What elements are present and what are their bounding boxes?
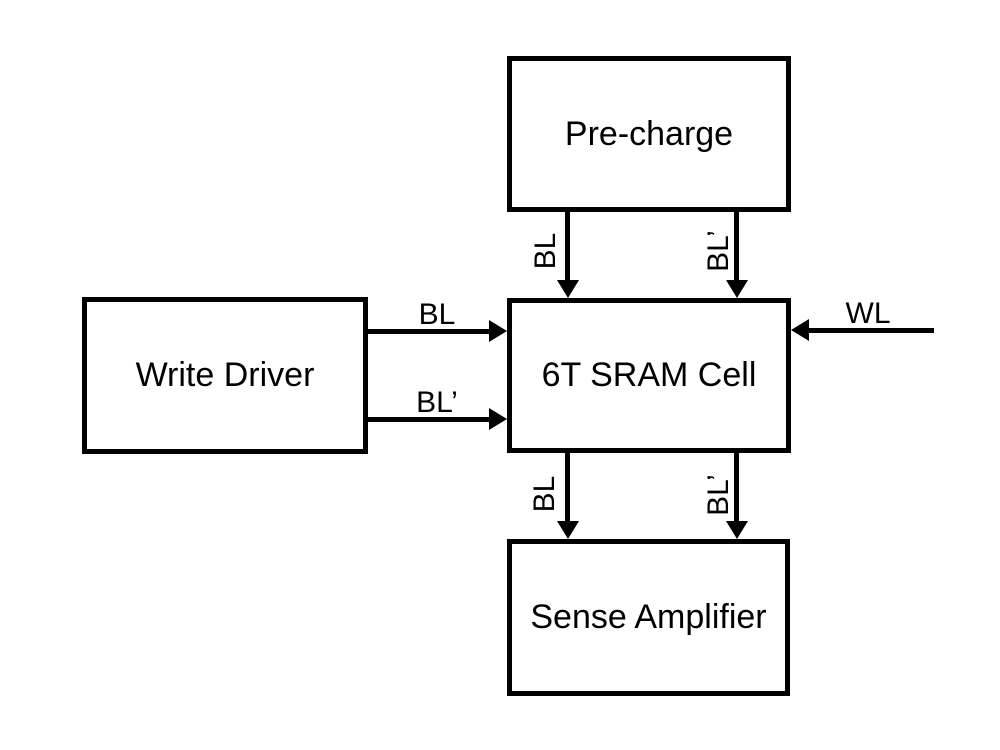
signal-label-bl-sense: BL xyxy=(528,475,561,513)
box-sram-cell: 6T SRAM Cell xyxy=(507,298,791,453)
signal-label-blbar-sense: BL’ xyxy=(702,474,735,516)
arrow-precharge-bl-shaft xyxy=(565,212,570,282)
signal-label-bl-writedriver: BL xyxy=(418,298,456,331)
arrowhead-right-icon xyxy=(489,320,507,342)
arrowhead-down-icon xyxy=(557,521,579,539)
signal-label-blbar-precharge: BL’ xyxy=(702,230,735,272)
arrow-writedriver-bl-shaft xyxy=(368,329,490,334)
signal-label-bl-precharge: BL xyxy=(529,232,562,270)
signal-label-wl: WL xyxy=(845,297,891,330)
arrowhead-down-icon xyxy=(726,521,748,539)
arrow-writedriver-blbar-shaft xyxy=(368,417,490,422)
arrow-sram-blbar-sense-shaft xyxy=(734,453,739,522)
box-write-driver: Write Driver xyxy=(82,297,368,454)
sense-amplifier-label: Sense Amplifier xyxy=(530,598,767,636)
box-precharge: Pre-charge xyxy=(507,56,791,212)
sram-cell-label: 6T SRAM Cell xyxy=(541,356,757,394)
signal-label-blbar-writedriver: BL’ xyxy=(416,386,458,419)
arrowhead-down-icon xyxy=(726,280,748,298)
precharge-label: Pre-charge xyxy=(564,114,734,153)
arrow-sram-bl-sense-shaft xyxy=(565,453,570,522)
arrow-wl-shaft xyxy=(809,328,934,333)
box-sense-amplifier: Sense Amplifier xyxy=(507,539,790,696)
write-driver-label: Write Driver xyxy=(135,356,315,394)
arrowhead-down-icon xyxy=(557,280,579,298)
arrowhead-right-icon xyxy=(489,408,507,430)
arrowhead-left-icon xyxy=(791,319,809,341)
arrow-precharge-blbar-shaft xyxy=(734,212,739,282)
